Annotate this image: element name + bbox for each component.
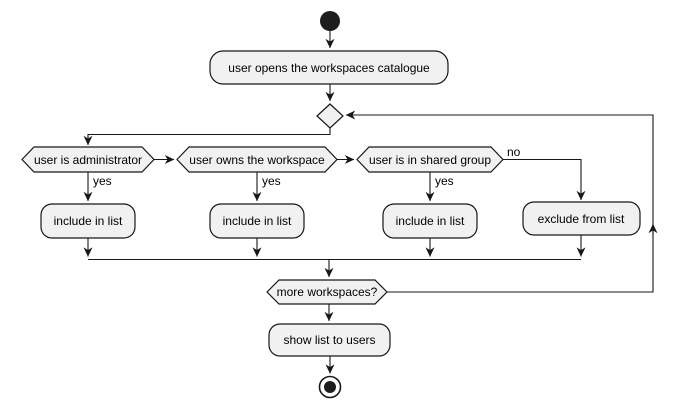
activity-include-owner-label: include in list [223,214,292,228]
activity-show-list: show list to users [268,323,391,357]
decision-more-workspaces: more workspaces? [266,279,388,305]
activity-include-shared-shape [382,203,478,239]
decision-shared-group-label: user is in shared group [369,153,491,167]
edge-label-yes-shared: yes [435,174,454,188]
activity-include-admin-shape [40,203,136,239]
edge-loop-back-to-merge [345,110,654,293]
decision-is-admin-label: user is administrator [34,153,142,167]
edge-no-to-exclude [503,158,586,201]
edge-label-yes-admin: yes [93,174,112,188]
decision-more-workspaces-label: more workspaces? [277,285,378,299]
activity-include-owner-shape [209,203,305,239]
decision-owns-workspace-label: user owns the workspace [189,153,325,167]
decision-owns-workspace-shape [176,146,338,173]
decision-shared-group-shape [356,146,504,173]
decision-is-admin: user is administrator [21,146,155,173]
decision-shared-group: user is in shared group [356,146,504,173]
activity-open-catalogue-label: user opens the workspaces catalogue [228,61,430,75]
activity-include-owner: include in list [209,203,305,239]
activity-exclude-shape [522,201,641,236]
edge-label-no: no [507,145,521,159]
decision-owns-workspace: user owns the workspace [176,146,338,173]
end-node [318,375,342,399]
edge-label-yes-owner: yes [262,174,281,188]
activity-include-admin-label: include in list [54,214,123,228]
decision-is-admin-shape [21,146,155,173]
merge-diamond [316,103,344,129]
activity-include-admin: include in list [40,203,136,239]
activity-show-list-shape [268,323,391,357]
decision-more-workspaces-shape [266,279,388,305]
edge-merge-to-is-admin [83,128,331,146]
activity-exclude-label: exclude from list [538,212,625,226]
activity-open-catalogue-shape [209,50,449,85]
start-node [320,11,340,31]
activity-open-catalogue: user opens the workspaces catalogue [209,50,449,85]
activity-show-list-label: show list to users [283,333,375,347]
activity-include-shared: include in list [382,203,478,239]
activity-exclude: exclude from list [522,201,641,236]
activity-include-shared-label: include in list [396,214,465,228]
end-node-dot [324,381,336,393]
